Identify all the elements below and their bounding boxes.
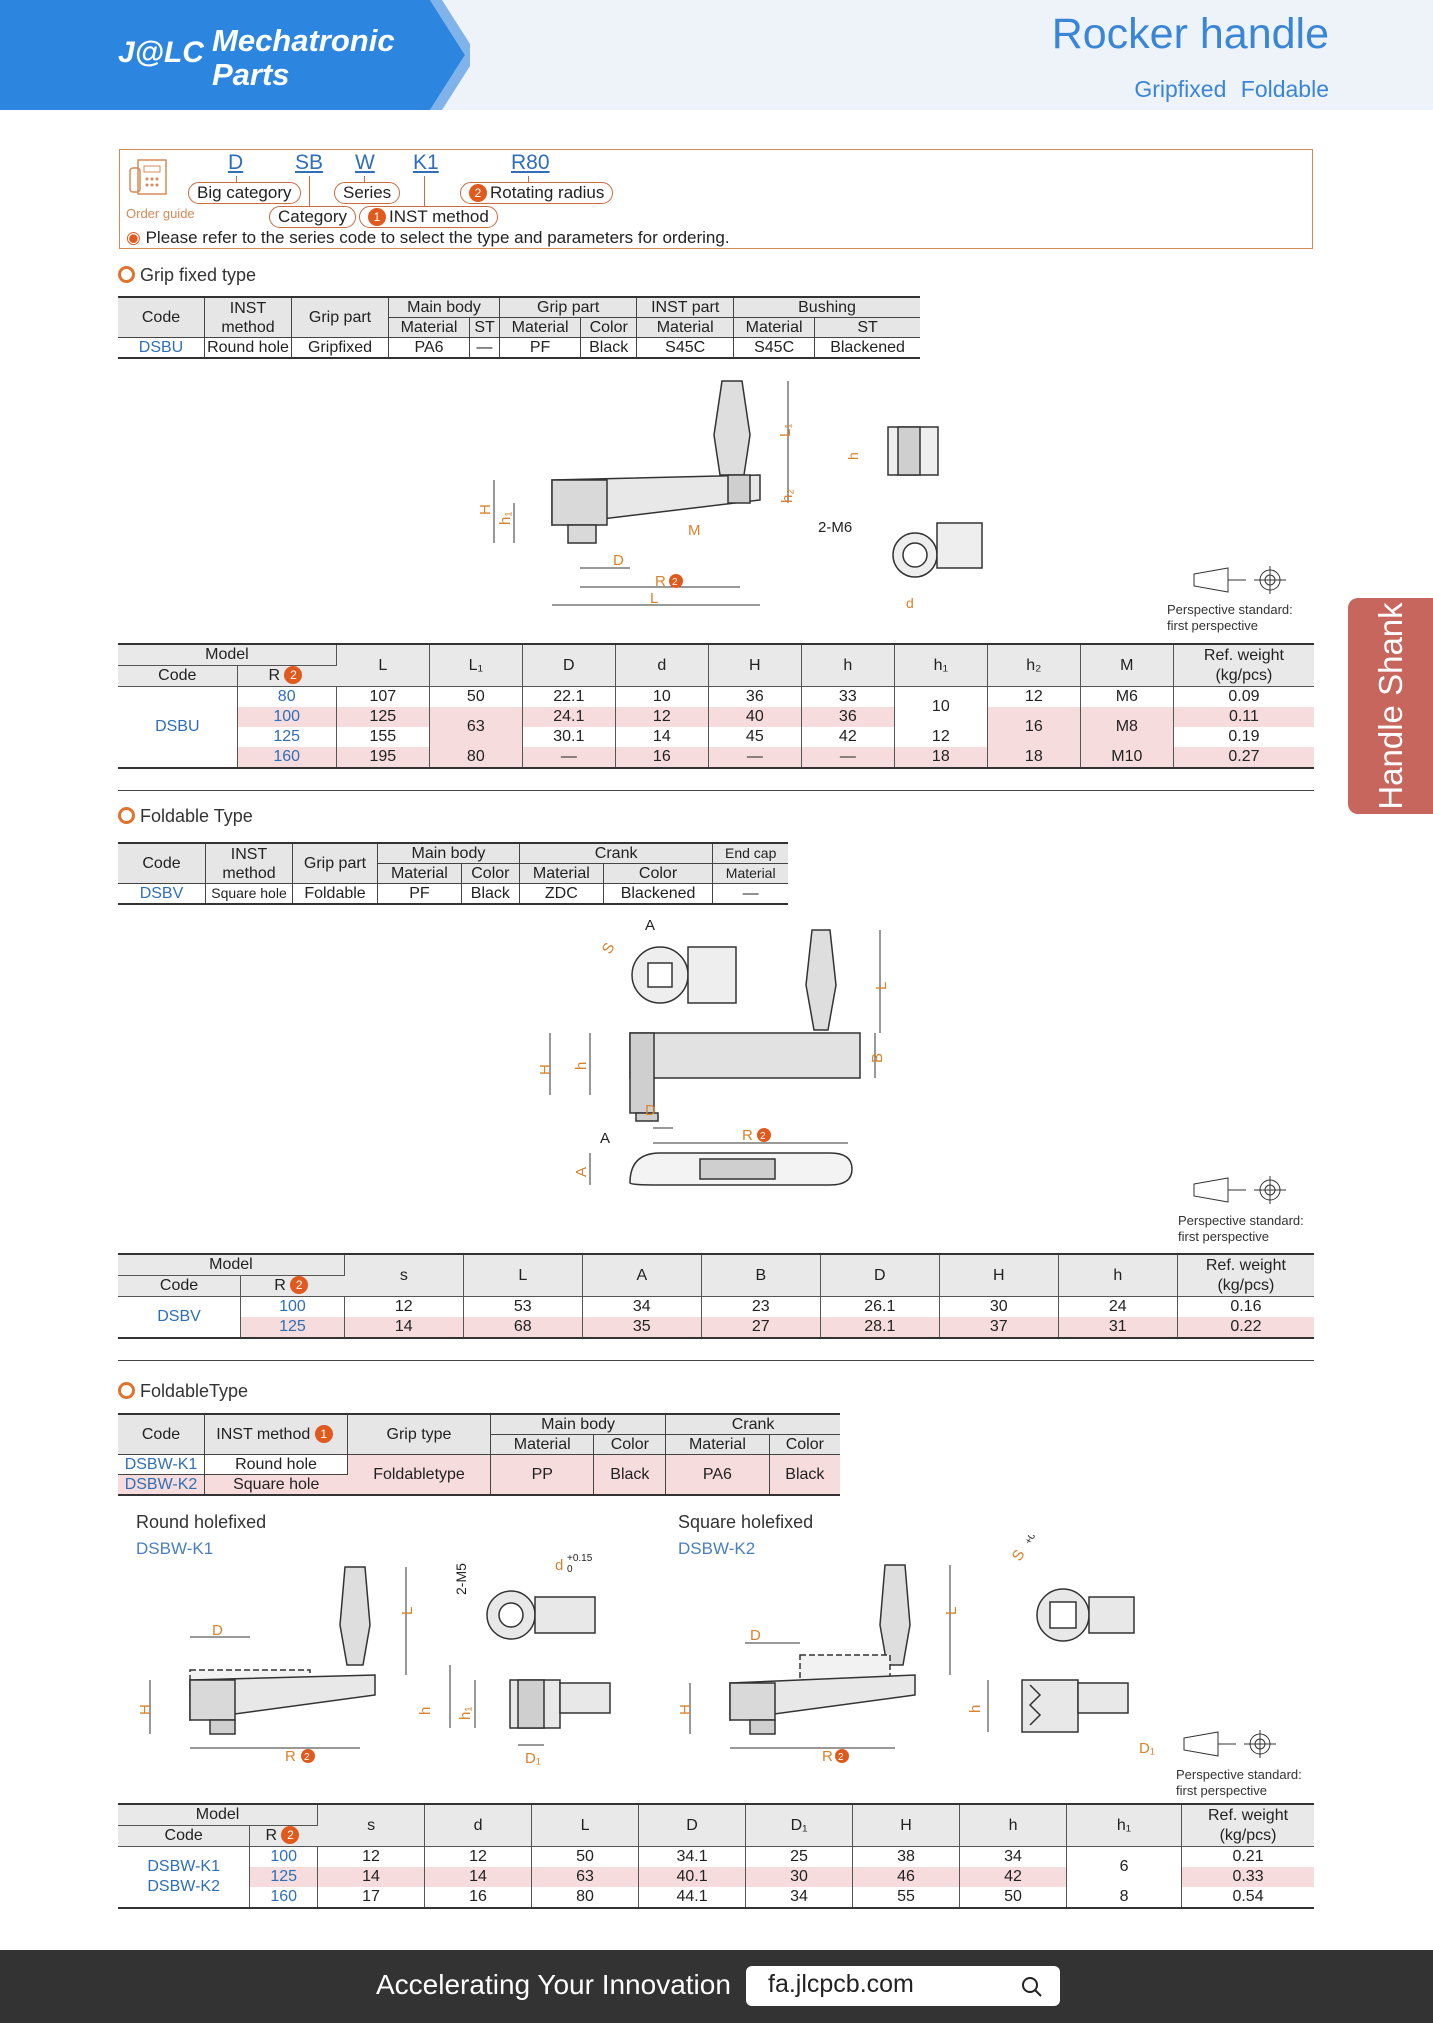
search-icon[interactable] [1020,1975,1044,1999]
perspective-symbol [1193,566,1286,594]
divider [118,1360,1314,1361]
order-guide-label: Order guide [126,206,195,221]
d1-label: D₁ [1139,1740,1155,1757]
footer-slogan: Accelerating Your Innovation [376,1969,731,2000]
svg-text:D₁: D₁ [525,1750,541,1767]
drawing-round-hole: D H R L d h h₁ D₁ 2 2-M5 +0.15 0 [137,1553,611,1767]
site-search-box[interactable]: fa.jlcpcb.com [746,1966,1060,2006]
svg-text:R: R [655,573,666,590]
page-header: J@LC Mechatronic Parts Rocker handle Gri… [0,0,1433,110]
svg-text:L: L [399,1607,416,1615]
svg-text:2: 2 [304,1752,310,1763]
caption-square-hole: Square holefixed [678,1512,814,1532]
perspective-symbol [1193,1176,1286,1204]
svg-text:L: L [650,590,658,607]
perspective-symbol [1183,1730,1276,1758]
spec-table-dsbv: Code INST method Grip part Main body Cra… [118,842,788,905]
perspective-note: Perspective standard:first perspective [1176,1767,1302,1798]
side-tab: Handle Shank [1348,598,1433,814]
order-guide-note: ◉ Please refer to the series code to sel… [126,228,730,247]
page-subtitle: Gripfixed Foldable [1134,76,1329,102]
svg-text:h₂: h₂ [779,489,796,503]
spec-table-dsbu: Code INST method Grip part Main body Gri… [118,296,920,359]
svg-text:h: h [417,1707,434,1715]
svg-text:h: h [573,1062,590,1070]
perspective-note: Perspective standard:first perspective [1178,1213,1304,1244]
svg-text:2: 2 [672,577,678,588]
category-pill: Category [269,206,356,228]
section-title-grip-fixed: Grip fixed type [118,265,256,286]
logo-mark: J@LC [118,36,204,69]
svg-text:h₁: h₁ [457,1707,474,1720]
drawing-foldable: S L H h B D R A 2 A A [537,917,890,1186]
drawing-square-hole: D H R L h S 2 +0.1 [677,1535,1135,1765]
page-footer: Accelerating Your Innovation fa.jlcpcb.c… [0,1950,1433,2023]
spec-table-dsbw: Code INST method 1 Grip type Main body C… [118,1413,840,1496]
code-d: D [228,151,244,174]
order-guide-box: Order guide D SB W K1 R80 Big category S… [119,149,1313,249]
svg-text:2-M5: 2-M5 [453,1563,469,1595]
svg-text:S: S [599,940,619,957]
data-table-dsbu: Model L L₁ D d H h h₁ h₂ M Ref. weight (… [118,643,1314,769]
logo-text: Mechatronic Parts [212,23,395,92]
svg-text:D: D [645,1102,656,1119]
svg-text:M: M [688,522,701,539]
data-table-dsbv: Model s L A B D H h Ref. weight (kg/pcs)… [118,1253,1314,1339]
section-title-foldable: Foldable Type [118,806,253,827]
code-r80: R80 [511,151,550,174]
section-title-foldable-2: FoldableType [118,1381,248,1402]
svg-text:h₁: h₁ [497,512,514,525]
svg-text:h: h [845,452,861,460]
svg-text:A: A [573,1167,590,1177]
svg-text:h: h [967,1705,984,1713]
svg-text:L: L [943,1607,960,1615]
divider [118,790,1314,791]
svg-text:2-M6: 2-M6 [818,519,852,536]
code-w: W [355,151,375,174]
svg-text:+0.15: +0.15 [567,1553,593,1564]
svg-text:A: A [600,1130,610,1147]
svg-text:2: 2 [838,1752,844,1763]
svg-text:+0.1: +0.1 [1023,1535,1043,1547]
page-title: Rocker handle [1051,10,1329,58]
svg-text:2: 2 [760,1131,766,1142]
svg-text:D: D [212,1622,223,1639]
logo-banner [0,0,470,110]
svg-text:D: D [613,552,624,569]
caption-round-hole: Round holefixed [136,1512,267,1532]
svg-text:B: B [869,1053,886,1063]
svg-text:R: R [285,1748,296,1765]
svg-text:d: d [555,1557,563,1574]
svg-text:L: L [873,982,890,990]
svg-text:d: d [906,595,914,611]
svg-text:A: A [645,917,655,934]
code-round-hole: DSBW-K1 [136,1539,214,1558]
phone-icon [129,159,167,195]
data-table-dsbw: Model s d L D D₁ H h h₁ Ref. weight (kg/… [118,1803,1314,1909]
svg-text:H: H [677,1704,694,1715]
svg-text:S: S [1009,1547,1029,1564]
drawing-grip-fixed: L₁ H h₁ h₂ M D R L 2 2-M6 h d [477,380,983,611]
code-sb: SB [295,151,324,174]
perspective-note: Perspective standard:first perspective [1167,602,1293,633]
svg-text:H: H [477,504,494,515]
svg-text:D: D [750,1627,761,1644]
svg-text:R: R [822,1748,833,1765]
svg-text:H: H [537,1064,554,1075]
svg-text:H: H [137,1704,154,1715]
svg-text:R: R [742,1127,753,1144]
svg-text:0: 0 [567,1564,573,1575]
site-url: fa.jlcpcb.com [768,1970,914,1998]
big-category-pill: Big category [188,182,301,204]
series-pill: Series [334,182,401,204]
code-k1: K1 [413,151,439,174]
code-square-hole: DSBW-K2 [678,1539,756,1558]
svg-text:L₁: L₁ [777,424,794,437]
